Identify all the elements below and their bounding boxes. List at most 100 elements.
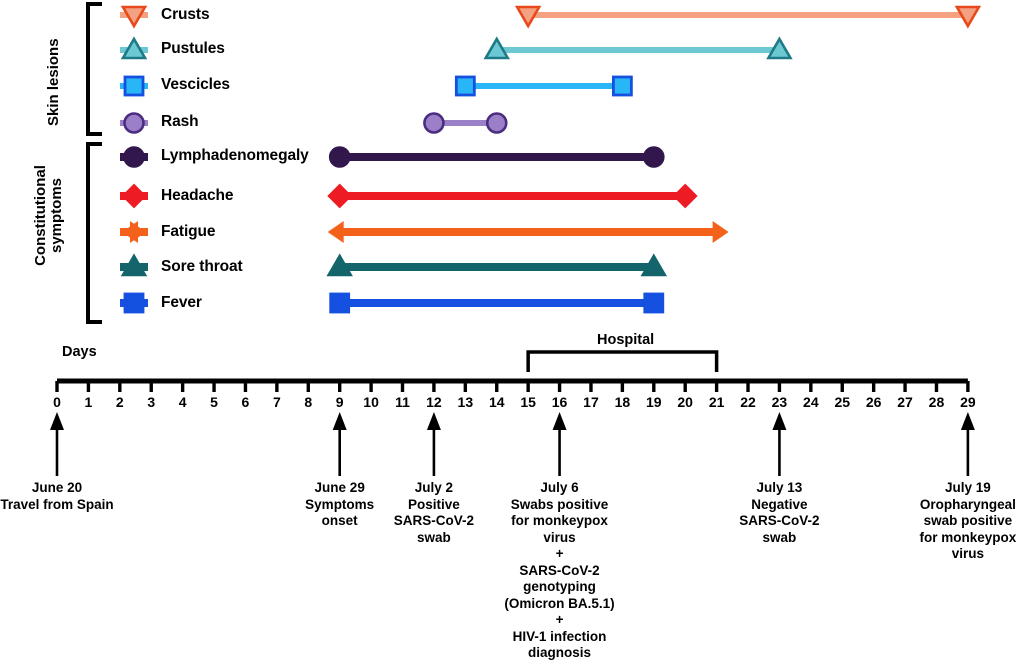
axis-tick-29: 29 [960, 394, 976, 410]
axis-tick-21: 21 [708, 394, 725, 410]
axis-tick-27: 27 [897, 394, 913, 410]
annotation-arrow-day-23 [772, 412, 787, 476]
annotation-line: June 20 [31, 480, 83, 495]
annotation-line: July 19 [944, 480, 991, 495]
legend-marker-lymphadenomegaly [120, 146, 148, 168]
axis-tick-24: 24 [803, 394, 819, 410]
axis-tick-0: 0 [53, 394, 61, 410]
timeline-bar-lymphadenomegaly [328, 146, 665, 168]
bracket-skin-lesions [86, 2, 102, 136]
axis-tick-14: 14 [488, 394, 505, 410]
timeline-bar-sore-throat [326, 253, 668, 277]
annotation-line: July 6 [540, 480, 579, 495]
marker-start-vescicles [454, 75, 476, 97]
marker-end-lymphadenomegaly [642, 146, 665, 168]
timeline-bar-vescicles [454, 75, 633, 97]
bracket-constitutional-symptoms [86, 142, 102, 324]
axis-tick-3: 3 [147, 394, 156, 410]
axis-tick-11: 11 [395, 394, 410, 410]
marker-start-fever [329, 292, 351, 314]
annotation-line: SARS-CoV-2 [519, 562, 600, 578]
annotation-arrow-day-12 [426, 412, 441, 476]
hospital-bracket [526, 350, 719, 372]
annotation-line: diagnosis [528, 645, 592, 660]
legend-label-crusts: Crusts [161, 6, 210, 23]
legend-label-headache: Headache [161, 187, 234, 204]
group-label-constitutional-line1: Constitutional [32, 165, 49, 266]
axis-tick-2: 2 [115, 394, 124, 410]
marker-end-fever [643, 292, 665, 314]
legend-marker-fatigue [120, 221, 148, 243]
legend-glyph [123, 292, 145, 314]
axis-tick-20: 20 [677, 394, 693, 410]
marker-start-rash [423, 112, 445, 134]
annotation-line: + [555, 612, 564, 627]
annotation-line: swab [762, 529, 797, 545]
group-label-constitutional-symptoms: Constitutional symptoms [32, 128, 65, 303]
timeline-bar-fatigue [327, 221, 729, 243]
annotation-line: HIV-1 infection [512, 628, 607, 644]
legend-glyph [123, 75, 145, 97]
axis-tick-13: 13 [457, 394, 474, 410]
marker-end-rash [485, 112, 508, 134]
annotation-line: for monkeypox [511, 513, 608, 528]
legend-marker-rash [120, 112, 148, 134]
legend-marker-pustules [120, 36, 148, 60]
axis-tick-9: 9 [335, 394, 344, 410]
legend-label-lymphadenomegaly: Lymphadenomegaly [161, 147, 309, 164]
legend-marker-crusts [120, 5, 148, 29]
legend-glyph [123, 112, 145, 134]
annotation-line: virus [543, 529, 576, 545]
axis-tick-8: 8 [304, 394, 313, 410]
axis-tick-1: 1 [84, 394, 93, 410]
annotation-line: Negative [751, 496, 808, 512]
axis-tick-28: 28 [928, 394, 945, 410]
axis-tick-17: 17 [583, 394, 599, 410]
annotation-line: SARS-CoV-2 [739, 513, 820, 528]
marker-end-fatigue [712, 221, 729, 243]
axis-tick-25: 25 [834, 394, 851, 410]
group-label-skin-lesions-text: Skin lesions [45, 38, 62, 126]
time-axis [55, 378, 970, 392]
legend-marker-headache [120, 183, 148, 209]
annotation-arrow-day-29 [960, 412, 975, 476]
legend-glyph [121, 183, 147, 209]
timeline-bar-crusts [514, 5, 982, 29]
axis-tick-4: 4 [178, 394, 187, 410]
legend-head [122, 221, 138, 243]
annotation-line: July 13 [756, 480, 803, 495]
annotation-arrow-day-0 [50, 412, 64, 476]
timeline-bar-pustules [483, 36, 793, 60]
marker-start-sore-throat [326, 253, 353, 277]
timeline-bar-fever [329, 292, 665, 314]
annotation-line: SARS-CoV-2 [393, 513, 475, 528]
annotation-line: swab [417, 529, 451, 545]
axis-label-days: Days [62, 344, 97, 360]
legend-glyph [120, 5, 148, 29]
legend-label-sore-throat: Sore throat [161, 258, 243, 275]
legend-label-vescicles: Vescicles [161, 76, 230, 93]
annotation-line: Positive [408, 496, 460, 512]
marker-start-fatigue [327, 221, 344, 243]
axis-tick-10: 10 [363, 394, 379, 410]
axis-tick-26: 26 [865, 394, 882, 410]
axis-tick-15: 15 [520, 394, 536, 410]
axis-tick-19: 19 [645, 394, 662, 410]
annotation-line: onset [321, 513, 358, 528]
axis-tick-7: 7 [272, 394, 281, 410]
annotation-line: July 2 [414, 480, 454, 495]
legend-marker-vescicles [120, 75, 148, 97]
group-label-skin-lesions: Skin lesions [45, 38, 62, 126]
legend-label-pustules: Pustules [161, 40, 225, 57]
axis-tick-22: 22 [740, 394, 756, 410]
annotation-line: Swabs positive [510, 496, 609, 512]
legend-marker-sore-throat [120, 253, 148, 277]
annotation-arrow-day-16 [552, 412, 567, 476]
legend-label-fever: Fever [161, 294, 202, 311]
axis-tick-23: 23 [771, 394, 788, 410]
legend-label-fatigue: Fatigue [161, 223, 216, 240]
annotation-arrow-day-9 [332, 412, 347, 476]
